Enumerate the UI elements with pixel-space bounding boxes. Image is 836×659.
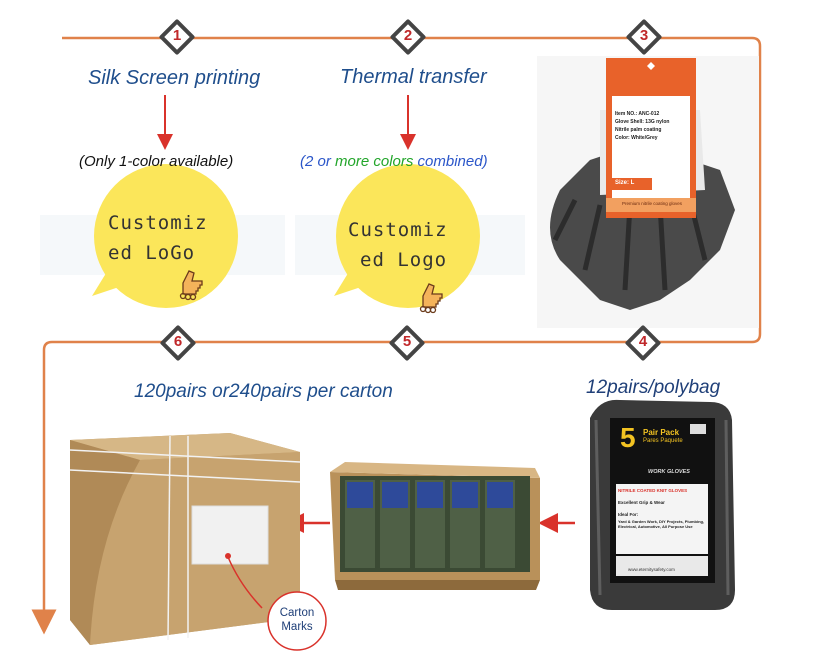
polybag-website: www.eternitysafety.com — [628, 567, 675, 572]
step-2-note: (2 or more colors combined) — [300, 153, 488, 170]
bubble-line: ed LoGo — [108, 242, 196, 264]
polybag-ideal-title: Ideal For: — [618, 512, 639, 517]
polybag-big-number: 5 — [620, 422, 636, 453]
step-number: 4 — [638, 333, 648, 350]
polybag-pack-title: Pair Pack — [643, 428, 680, 437]
hangtag-coating: Nitrile palm coating — [615, 127, 662, 133]
step-6-title: 120pairs or240pairs per carton — [134, 381, 393, 402]
hangtag-item-no: Item NO.: ANC-012 — [615, 111, 660, 117]
step-number: 6 — [173, 333, 183, 350]
step-number: 1 — [172, 27, 182, 44]
step-number: 2 — [403, 27, 413, 44]
bubble-2 — [334, 164, 480, 308]
flow-line-top — [42, 36, 762, 620]
bubble-1 — [92, 164, 238, 308]
step-badge-5: 5 — [388, 324, 426, 362]
note-part: (2 or — [300, 153, 336, 170]
polybag-image — [590, 399, 735, 610]
polybag-ideal-list: Yard & Garden Work, DIY Projects, Plumbi… — [618, 519, 705, 529]
note-part: combined) — [413, 153, 488, 170]
step-badge-2: 2 — [389, 18, 427, 56]
step-4-title: 12pairs/polybag — [586, 377, 721, 398]
step-1-note: (Only 1-color available) — [79, 153, 234, 170]
carton-marks-line: Marks — [281, 621, 313, 633]
step-1-title: Silk Screen printing — [88, 67, 261, 89]
step-badge-4: 4 — [624, 324, 662, 362]
hangtag-color: Color: White/Grey — [615, 135, 658, 141]
step-badge-1: 1 — [158, 18, 196, 56]
thumbs-up-icon — [419, 283, 443, 314]
step-badge-6: 6 — [159, 324, 197, 362]
step-number: 3 — [639, 27, 649, 44]
carton-image — [69, 433, 327, 651]
carton-marks-callout — [267, 591, 327, 651]
note-part-highlight: more colors — [335, 153, 414, 170]
hangtag-text: Item NO.: ANC-012 Glove Shell: 13G nylon… — [615, 110, 689, 142]
step-number: 5 — [402, 333, 412, 350]
gloves-with-hangtag-image — [537, 56, 759, 328]
hangtag-size: Size: L — [615, 180, 635, 186]
bubble-line: ed Logo — [360, 249, 448, 271]
polybag-header: WORK GLOVES — [648, 469, 690, 475]
carton-marks-line: Carton — [279, 607, 315, 619]
bubble-line: Customiz — [108, 212, 208, 234]
hangtag-footer: Premium nitrile coating gloves — [621, 201, 683, 206]
step-2-title: Thermal transfer — [340, 66, 487, 88]
polybag-product: NITRILE COATED KNIT GLOVES — [618, 488, 688, 493]
carton-marks-label: Carton Marks — [268, 606, 326, 634]
polybag-pack-sub: Pares Paquete — [643, 438, 683, 444]
polybag-features: Excellent Grip & Wear — [618, 500, 665, 505]
bubble-1-text: Customiz ed LoGo — [108, 208, 208, 268]
step-badge-3: 3 — [625, 18, 663, 56]
open-box-image — [330, 462, 540, 590]
bubble-line: Customiz — [348, 219, 448, 241]
thumbs-up-icon — [179, 270, 203, 301]
bubble-2-text: Customiz ed Logo — [348, 215, 448, 275]
hangtag-shell: Glove Shell: 13G nylon — [615, 119, 670, 125]
